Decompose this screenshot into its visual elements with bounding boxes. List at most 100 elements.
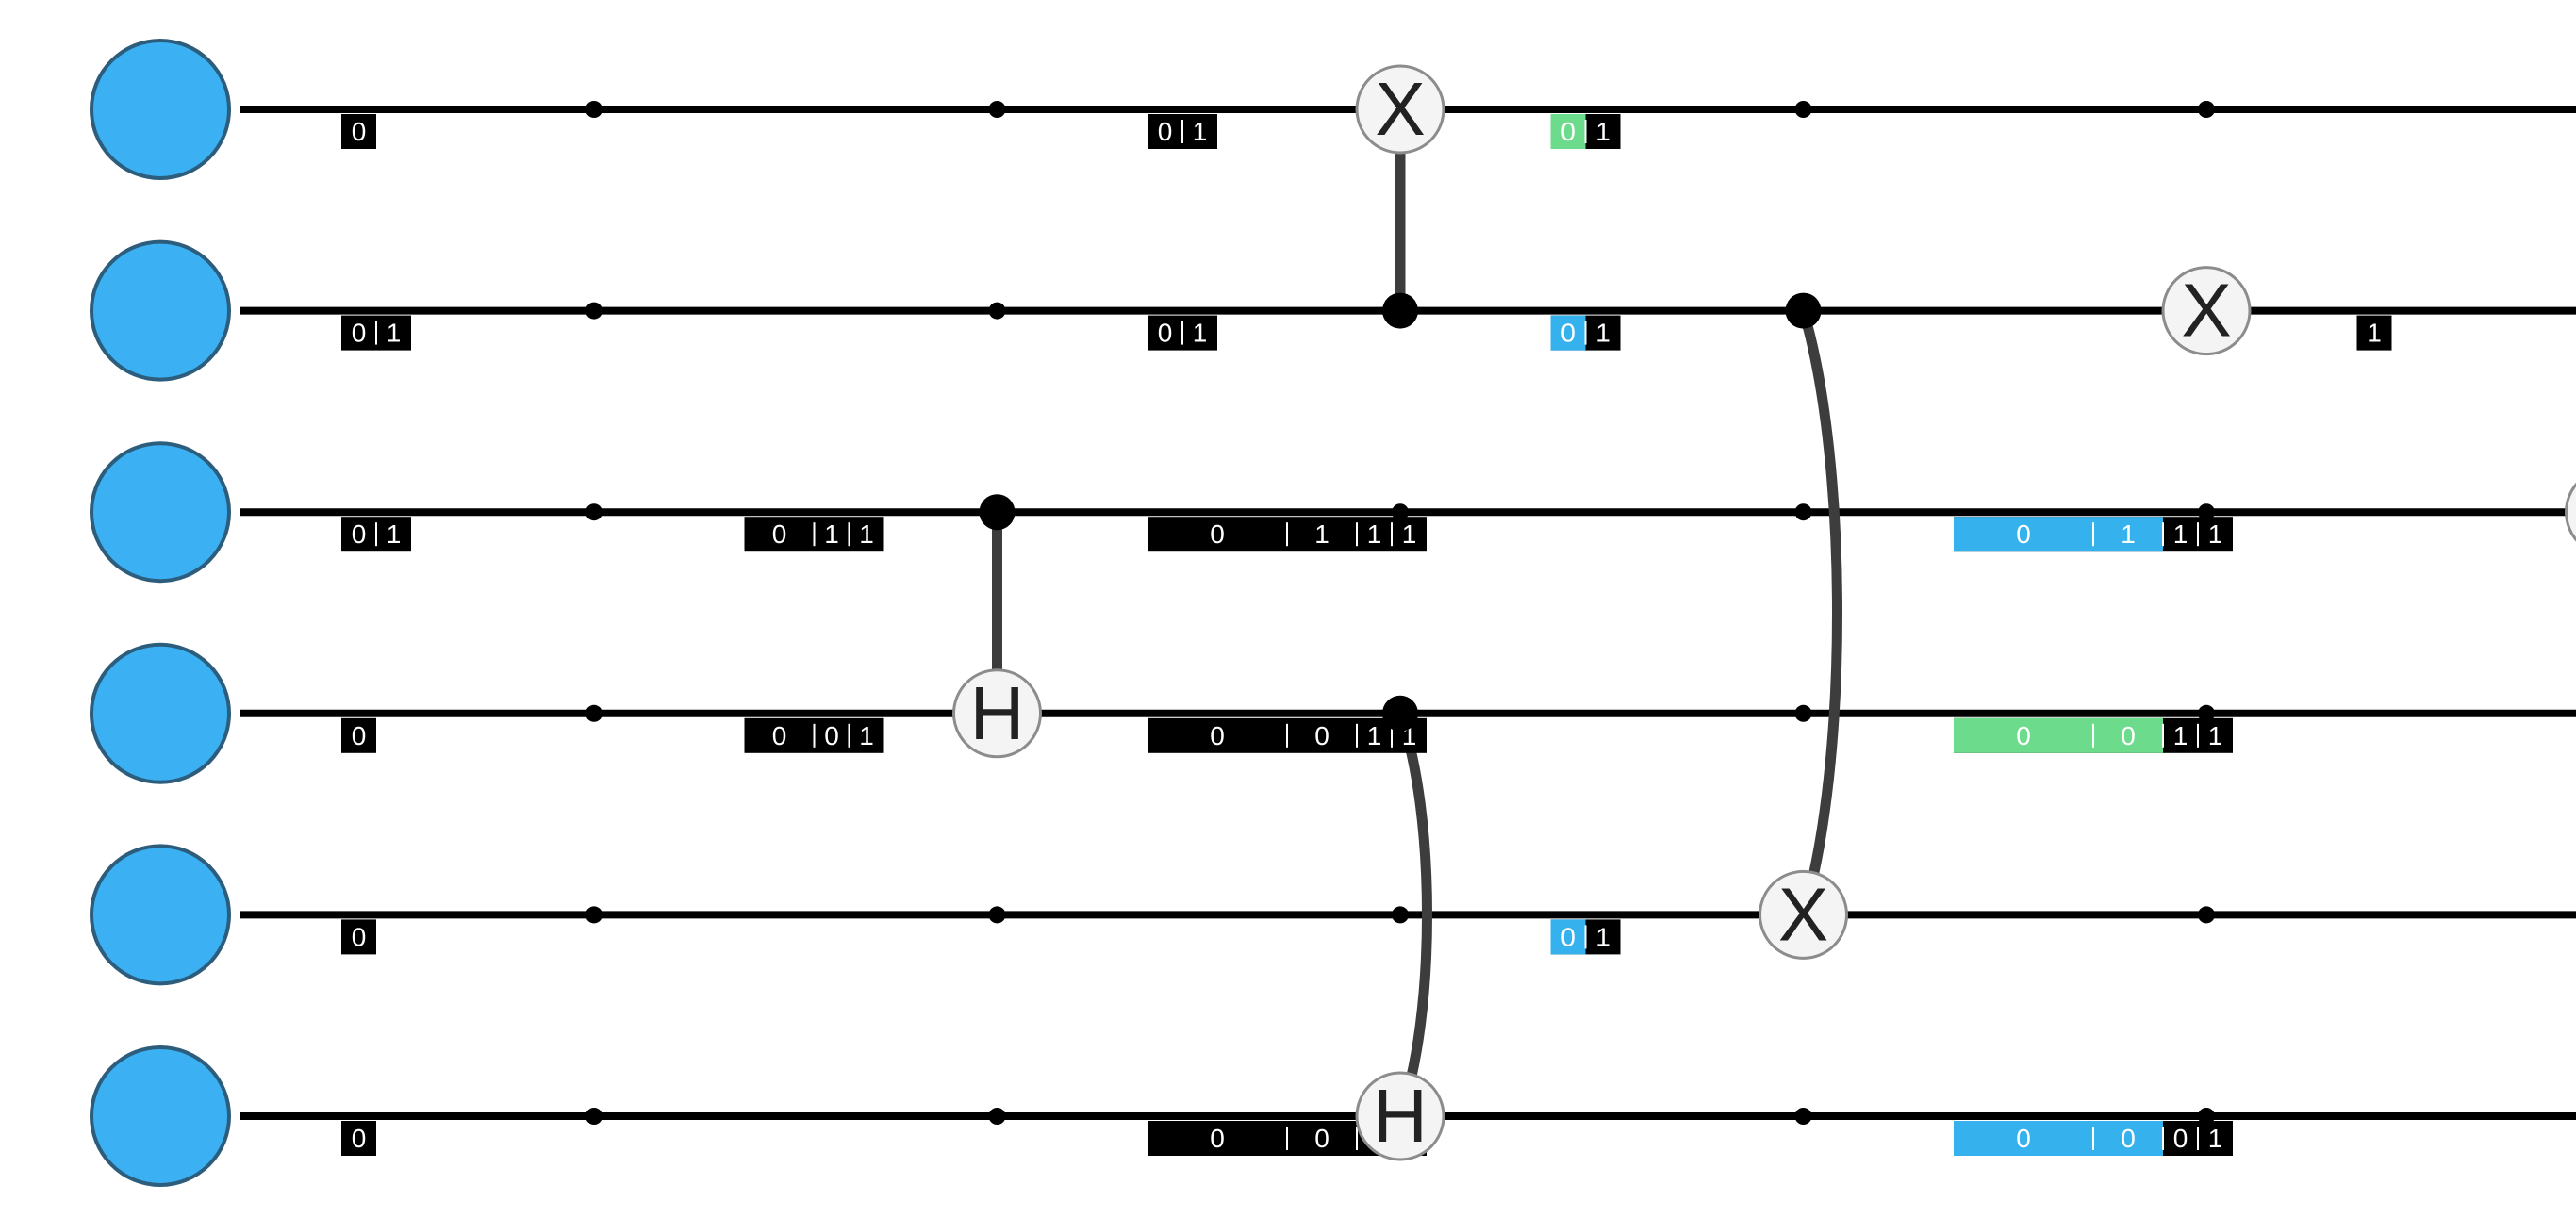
wire-dot <box>2198 906 2215 924</box>
state-tag-value: 1 <box>2208 519 2223 549</box>
state-tag-value: 1 <box>1314 519 1329 549</box>
control-dot <box>1382 292 1418 329</box>
wire-dot <box>2198 101 2215 118</box>
state-tag-value: 1 <box>859 519 874 549</box>
control-dot <box>979 494 1016 531</box>
qubit-node <box>90 441 231 584</box>
state-tag-value: 0 <box>1210 1124 1225 1153</box>
state-tag-value: 1 <box>387 319 402 348</box>
wire-dot <box>586 906 603 924</box>
state-tag-value: 1 <box>1367 519 1382 549</box>
wire-dot <box>1794 101 1812 118</box>
gate-circle <box>1355 64 1445 155</box>
wire-dot <box>1794 1108 1812 1125</box>
state-tag-value: 0 <box>772 721 787 750</box>
state-tag-highlight <box>1550 919 1586 955</box>
state-tag-value: 1 <box>1595 319 1610 348</box>
state-tag-value: 0 <box>352 922 367 951</box>
state-tag-value: 0 <box>352 117 367 146</box>
control-dot <box>1382 695 1418 732</box>
wire-dot <box>586 1108 603 1125</box>
wire-dot <box>1794 704 1812 722</box>
gate-label: X <box>1375 67 1425 151</box>
state-tag-value: 0 <box>1314 1124 1329 1153</box>
state-tag-value: 0 <box>2173 1124 2188 1153</box>
wire-dot <box>988 906 1006 924</box>
wire-dot <box>2198 503 2215 521</box>
gate-circle <box>952 668 1042 759</box>
state-tag-value: 1 <box>1367 721 1382 750</box>
qubit-node <box>90 642 231 784</box>
qubit-nodes <box>90 39 231 1187</box>
state-tag-value: 1 <box>1595 117 1610 146</box>
state-tag-value: 0 <box>2016 721 2031 750</box>
state-tag-value: 1 <box>1193 117 1208 146</box>
state-tag-value: 0 <box>1158 117 1173 146</box>
gate-label: X <box>1778 872 1828 956</box>
state-tag-highlight <box>2093 517 2163 552</box>
wire-dot <box>586 101 603 118</box>
state-tag-value: 1 <box>859 721 874 750</box>
state-tag-value: 1 <box>1595 922 1610 951</box>
gate-label: H <box>970 671 1025 755</box>
wire-dot <box>988 101 1006 118</box>
state-tag-value: 1 <box>2208 721 2223 750</box>
gate-circle <box>1759 869 1848 960</box>
gate-link <box>1798 305 1842 920</box>
state-tag-value: 0 <box>2016 1124 2031 1153</box>
state-tags: 0010100001100101010111001100010101010111… <box>341 114 2392 1156</box>
state-tag-value: 0 <box>1158 319 1173 348</box>
state-tag-highlight <box>1954 517 2093 552</box>
state-tag-value: 0 <box>824 721 839 750</box>
gate-circle <box>2565 482 2576 542</box>
qubit-node <box>90 844 231 986</box>
state-tag-value: 0 <box>1314 721 1329 750</box>
gates: XHHXXX <box>952 64 2576 1161</box>
state-tag <box>341 114 376 149</box>
state-tag-value: 0 <box>352 319 367 348</box>
wire-dot <box>586 503 603 521</box>
state-tag-highlight <box>1550 114 1586 149</box>
wire-dot <box>2198 1108 2215 1125</box>
state-tag-value: 0 <box>352 519 367 549</box>
state-tag-value: 0 <box>1560 922 1576 951</box>
wire-dot <box>586 704 603 722</box>
state-tag-value: 1 <box>387 519 402 549</box>
state-tag-value: 1 <box>1193 319 1208 348</box>
state-tag <box>341 919 376 955</box>
gate-label: X <box>2181 269 2231 353</box>
state-tag-value: 0 <box>2016 519 2031 549</box>
qubit-node <box>90 1045 231 1187</box>
state-tag-highlight <box>1954 717 2093 753</box>
state-tag-value: 1 <box>2367 319 2382 348</box>
wire-dot <box>1392 503 1409 521</box>
gate-links <box>992 104 1842 1122</box>
state-tag-value: 0 <box>352 1124 367 1153</box>
state-tag-value: 1 <box>2121 519 2136 549</box>
wire-dot <box>988 302 1006 320</box>
state-tag-highlight <box>1954 1121 2093 1156</box>
control-dot <box>1785 292 1822 329</box>
state-tag-highlight <box>2093 717 2163 753</box>
state-tag-value: 0 <box>352 721 367 750</box>
state-tag <box>341 1121 376 1156</box>
state-tag-value: 0 <box>1560 117 1576 146</box>
wire-dot <box>988 1108 1006 1125</box>
state-tag <box>2356 315 2392 351</box>
gate-circle <box>1355 1071 1445 1161</box>
state-tag-value: 1 <box>824 519 839 549</box>
state-tag-highlight <box>1550 315 1586 351</box>
qubit-node <box>90 39 231 180</box>
state-tag-value: 0 <box>1210 721 1225 750</box>
state-tag-value: 1 <box>2173 519 2188 549</box>
qubit-node <box>90 239 231 382</box>
state-tag-value: 1 <box>2173 721 2188 750</box>
state-tag-value: 1 <box>1402 519 1417 549</box>
wire-dot <box>1794 503 1812 521</box>
state-tag-highlight <box>2093 1121 2163 1156</box>
gate-circle <box>2161 266 2252 356</box>
state-tag-value: 0 <box>2121 1124 2136 1153</box>
wire-dots <box>586 101 2215 1125</box>
state-tag-value: 0 <box>2121 721 2136 750</box>
